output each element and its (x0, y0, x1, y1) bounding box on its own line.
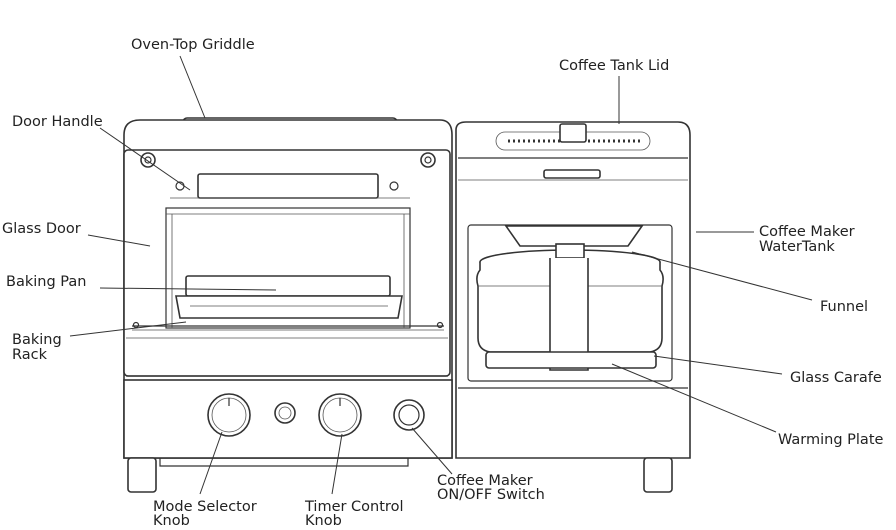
timer-control-knob (318, 393, 362, 437)
label-baking-pan: Baking Pan (6, 274, 86, 290)
glass-carafe (476, 243, 664, 371)
label-door-handle: Door Handle (12, 114, 103, 130)
label-switch-line1: Coffee Maker (437, 473, 533, 489)
label-mode-knob-line1: Mode Selector (153, 499, 257, 515)
label-funnel: Funnel (820, 299, 868, 315)
label-switch-line2: ON/OFF Switch (437, 487, 545, 503)
label-timer-knob-line1: Timer Control (304, 499, 403, 515)
door-handle (197, 173, 379, 199)
label-warming-plate: Warming Plate (778, 432, 884, 448)
label-baking-rack-line2: Rack (12, 347, 48, 363)
label-mode-knob-line2: Knob (153, 513, 190, 529)
coffee-switch (393, 399, 425, 431)
mode-selector-knob (207, 393, 251, 437)
label-baking-rack-line1: Baking (12, 332, 62, 348)
coffee-tank-lid (495, 123, 651, 151)
label-griddle: Oven-Top Griddle (131, 37, 255, 53)
label-water-tank-line2: WaterTank (759, 239, 835, 255)
label-water-tank-line1: Coffee Maker (759, 224, 855, 240)
baking-pan (185, 275, 391, 297)
warming-plate (485, 351, 657, 369)
coffee-maker-body (455, 121, 691, 493)
label-glass-carafe: Glass Carafe (790, 370, 882, 386)
label-timer-knob-line2: Knob (305, 513, 342, 529)
oven-body (123, 117, 453, 493)
funnel (504, 225, 644, 247)
coffee-maker-water-tank (467, 224, 673, 382)
leader-lines (69, 55, 813, 495)
labels: Oven-Top Griddle Door Handle Glass Door … (2, 37, 884, 529)
label-glass-door: Glass Door (2, 221, 81, 237)
label-coffee-tank-lid: Coffee Tank Lid (559, 58, 669, 74)
